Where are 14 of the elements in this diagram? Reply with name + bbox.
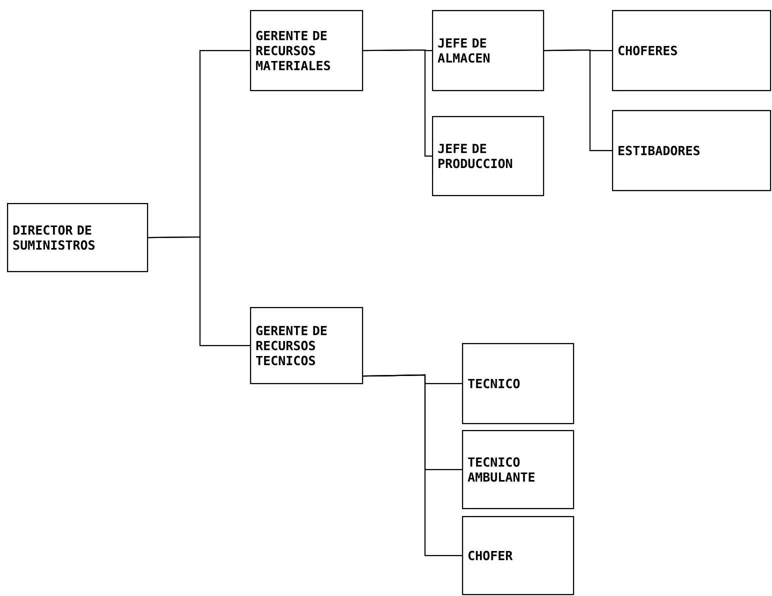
org-box: ESTIBADORES bbox=[612, 110, 772, 192]
org-box: JEFE DE ALMACEN bbox=[432, 10, 544, 92]
org-box: GERENTE DE RECURSOS MATERIALES bbox=[250, 10, 364, 92]
connector-line bbox=[363, 49, 432, 157]
connector-line bbox=[148, 236, 250, 346]
org-box: GERENTE DE RECURSOS TECNICOS bbox=[250, 307, 364, 384]
org-box: CHOFER bbox=[462, 516, 574, 596]
connector-line bbox=[544, 49, 612, 152]
org-box: TECNICO bbox=[462, 343, 574, 424]
org-box: TECNICO AMBULANTE bbox=[462, 430, 574, 510]
connector-line bbox=[363, 374, 462, 556]
org-box: JEFE DE PRODUCCION bbox=[432, 116, 544, 196]
org-box: DIRECTOR DE SUMINISTROS bbox=[7, 203, 148, 272]
org-box: CHOFERES bbox=[612, 10, 772, 92]
